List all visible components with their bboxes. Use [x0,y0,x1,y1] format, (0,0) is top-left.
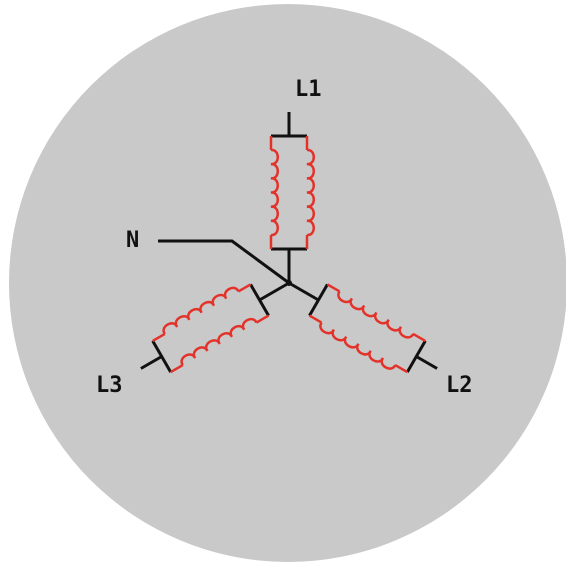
label-l2: L2 [446,373,473,398]
winding-l2 [288,281,438,374]
label-l3: L3 [96,373,123,398]
star-point [286,280,292,286]
label-n: N [126,228,139,253]
winding-l3 [140,281,290,374]
label-l1: L1 [295,77,322,102]
winding-l1 [269,112,315,283]
neutral-lead [158,239,290,285]
